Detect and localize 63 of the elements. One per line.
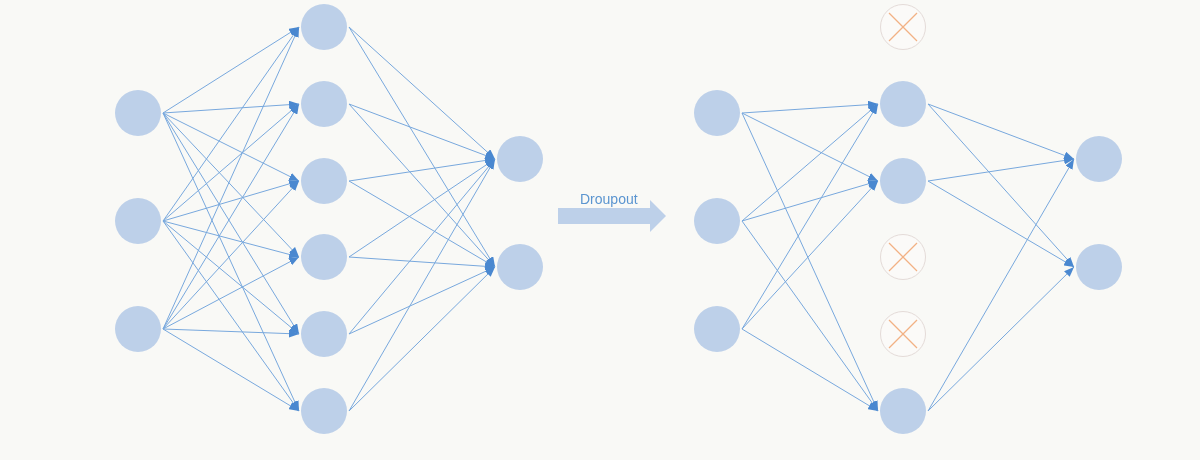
- arrow: [162, 220, 300, 335]
- arrow: [741, 112, 879, 412]
- arrow: [348, 103, 496, 160]
- neuron-circle: [115, 198, 161, 244]
- arrow: [162, 100, 300, 114]
- arrow: [348, 158, 496, 335]
- neuron-circle: [301, 311, 347, 357]
- neuron-circle: [694, 306, 740, 352]
- neuron-circle: [497, 244, 543, 290]
- neuron-circle: [301, 234, 347, 280]
- arrow: [741, 180, 879, 222]
- arrow: [927, 180, 1075, 268]
- arrow: [348, 156, 496, 182]
- neuron-circle: [1076, 244, 1122, 290]
- neuron-circle: [880, 388, 926, 434]
- dropped-neuron: [880, 311, 926, 357]
- arrow: [741, 220, 879, 412]
- arrow: [162, 220, 300, 412]
- arrow: [348, 158, 496, 258]
- dropped-neuron: [880, 234, 926, 280]
- neuron-circle: [301, 158, 347, 204]
- arrow: [927, 103, 1075, 268]
- arrow: [348, 266, 496, 335]
- arrow: [162, 180, 300, 330]
- arrow: [162, 112, 300, 258]
- arrow: [741, 103, 879, 330]
- arrow: [348, 266, 496, 412]
- arrow: [927, 158, 1075, 412]
- neuron-circle: [694, 90, 740, 136]
- neuron-circle: [497, 136, 543, 182]
- arrow: [162, 26, 300, 114]
- arrow: [162, 112, 300, 182]
- neuron-circle: [694, 198, 740, 244]
- arrow: [927, 103, 1075, 160]
- arrow: [741, 180, 879, 330]
- arrow: [162, 328, 300, 338]
- dropped-neuron: [880, 4, 926, 50]
- arrow: [162, 103, 300, 222]
- arrow-label: Droupout: [580, 191, 638, 207]
- arrow: [927, 266, 1075, 412]
- arrow: [162, 112, 300, 412]
- arrow: [927, 156, 1075, 182]
- arrow: [162, 256, 300, 330]
- neuron-circle: [301, 4, 347, 50]
- arrow: [348, 158, 496, 412]
- neuron-circle: [880, 81, 926, 127]
- neuron-circle: [115, 90, 161, 136]
- arrow: [741, 112, 879, 182]
- arrow: [741, 103, 879, 222]
- arrow: [162, 180, 300, 222]
- arrow: [741, 328, 879, 412]
- arrow: [741, 100, 879, 114]
- arrow: [348, 26, 496, 268]
- neuron-circle: [301, 81, 347, 127]
- neuron-circle: [880, 158, 926, 204]
- neuron-circle: [1076, 136, 1122, 182]
- neuron-circle: [301, 388, 347, 434]
- arrow: [348, 180, 496, 268]
- arrow: [162, 328, 300, 412]
- neuron-circle: [115, 306, 161, 352]
- arrow: [162, 220, 300, 259]
- arrow: [348, 26, 496, 160]
- arrow: [348, 103, 496, 268]
